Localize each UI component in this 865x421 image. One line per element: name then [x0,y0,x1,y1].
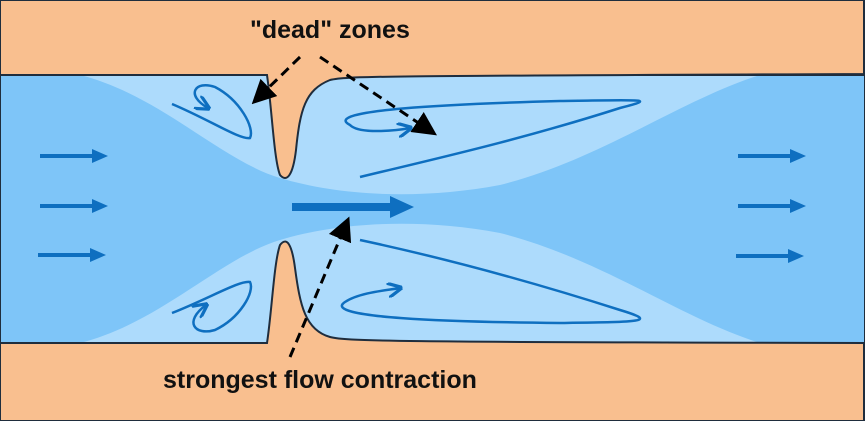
upper-orifice-plate [0,0,865,179]
inlet-flow-arrows [38,149,108,262]
jet-arrow [292,196,414,218]
lower-orifice-plate [0,240,865,421]
recirculation-eddies [171,84,642,333]
annotation-pointers [251,55,437,358]
dead-zones-label: "dead" zones [250,16,410,44]
contraction-label: strongest flow contraction [163,366,477,394]
outlet-flow-arrows [736,149,806,263]
lower-dead-zone [80,223,760,343]
